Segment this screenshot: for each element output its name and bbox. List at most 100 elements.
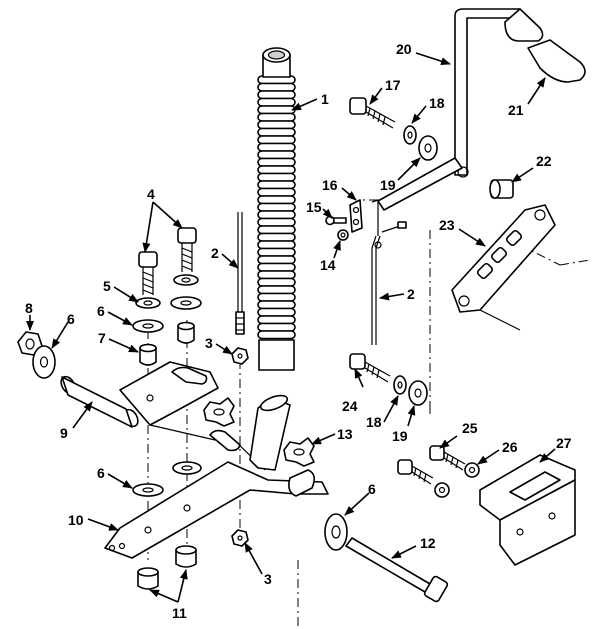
pedal-pad	[527, 39, 586, 83]
bolt-17	[349, 97, 396, 129]
callout-6b: 6	[97, 303, 105, 319]
callout-14: 14	[320, 257, 336, 273]
callout-3: 3	[205, 335, 213, 351]
callout-17: 17	[385, 77, 401, 93]
callout-5: 5	[103, 278, 111, 294]
flat-washer-6-right	[324, 513, 348, 551]
flat-washer-6-low	[132, 461, 202, 497]
tube-ring	[257, 307, 296, 317]
flat-washer-6-stack	[132, 296, 202, 333]
tube-ring	[257, 225, 296, 235]
callout-6c: 6	[97, 465, 105, 481]
callout-6a: 6	[67, 311, 75, 327]
lock-washer-26	[434, 462, 480, 498]
tube-ring	[257, 330, 296, 340]
tube-ring	[257, 150, 296, 160]
bolt-25	[397, 445, 466, 485]
nut-14	[337, 229, 349, 241]
flat-washer-19-top	[418, 135, 438, 161]
tube-ring	[257, 195, 296, 205]
callout-4: 4	[147, 186, 155, 202]
tube-ring	[257, 82, 296, 92]
callout-2b: 2	[407, 286, 415, 302]
tube-ring	[257, 135, 296, 145]
tube-ring	[257, 285, 296, 295]
control-rod	[235, 212, 245, 335]
tube-ring	[257, 232, 296, 242]
tube-ring	[257, 270, 296, 280]
lock-washer-18-low	[393, 375, 407, 395]
screw-right	[381, 221, 407, 233]
callout-24: 24	[342, 398, 358, 414]
callout-25: 25	[462, 420, 478, 436]
tube-ring	[257, 202, 296, 212]
tube-ring	[257, 210, 296, 220]
knob-nut-13	[203, 397, 315, 467]
pivot-sleeve	[60, 375, 139, 428]
callout-26: 26	[502, 439, 518, 455]
tube-ring	[257, 187, 296, 197]
tube-ring	[257, 120, 296, 130]
tube-ring	[257, 142, 296, 152]
tube-ring	[257, 315, 296, 325]
tube-ring	[257, 262, 296, 272]
callout-2: 2	[211, 245, 219, 261]
callout-23: 23	[439, 217, 455, 233]
tube-ring	[257, 322, 296, 332]
callout-20: 20	[396, 41, 412, 57]
tube-ring	[257, 277, 296, 287]
callout-9: 9	[60, 425, 68, 441]
tube-ring	[257, 217, 296, 227]
callout-18a: 18	[429, 95, 445, 111]
control-rod-right	[371, 235, 382, 345]
callout-18b: 18	[366, 414, 382, 430]
callout-12: 12	[420, 535, 436, 551]
tube-ring	[257, 180, 296, 190]
upper-lever-plate	[119, 361, 316, 497]
tube-ring	[257, 172, 296, 182]
callout-6d: 6	[368, 481, 376, 497]
pedal-arm	[377, 8, 544, 211]
lock-washer-18-top	[403, 125, 417, 145]
tube-ring	[257, 105, 296, 115]
tube-sleeve	[249, 394, 291, 471]
spacer-7	[139, 321, 195, 366]
tube-ring	[257, 247, 296, 257]
callout-22: 22	[536, 153, 552, 169]
tube-ring	[257, 157, 296, 167]
callout-16: 16	[322, 177, 338, 193]
nut-3	[231, 347, 249, 547]
mounting-bracket	[451, 204, 556, 331]
callout-labels: 1 2 2 3 3 4 5 6 6 6 6 7 8 9 10 11 12 13 …	[25, 41, 572, 621]
tube-ring	[257, 300, 296, 310]
callout-8: 8	[25, 300, 33, 316]
callout-19a: 19	[380, 177, 396, 193]
callout-21: 21	[508, 102, 524, 118]
leader-lines	[26, 52, 556, 603]
tube-ring	[257, 165, 296, 175]
callout-10: 10	[68, 512, 84, 528]
flexible-shaft-tube	[257, 47, 296, 371]
callout-15: 15	[306, 199, 322, 215]
bolt-24	[349, 353, 391, 383]
tube-ring	[257, 97, 296, 107]
tube-ring	[257, 90, 296, 100]
callout-19b: 19	[392, 428, 408, 444]
callout-11: 11	[172, 605, 187, 621]
bolt-4-left	[138, 251, 158, 295]
flat-washer-19-low	[408, 380, 428, 406]
callout-7: 7	[98, 330, 106, 346]
lock-washer-5	[135, 274, 199, 309]
tube-ring	[257, 112, 296, 122]
clamp	[349, 199, 379, 236]
bolt-4-right	[177, 227, 197, 272]
callout-1: 1	[321, 91, 329, 107]
callout-13: 13	[337, 426, 353, 442]
lever-plate	[104, 461, 329, 559]
tube-ring	[257, 255, 296, 265]
flat-washer-6-left	[32, 345, 56, 379]
pivot-bolt	[345, 537, 449, 603]
tube-ring	[257, 240, 296, 250]
nut-11	[137, 545, 197, 590]
